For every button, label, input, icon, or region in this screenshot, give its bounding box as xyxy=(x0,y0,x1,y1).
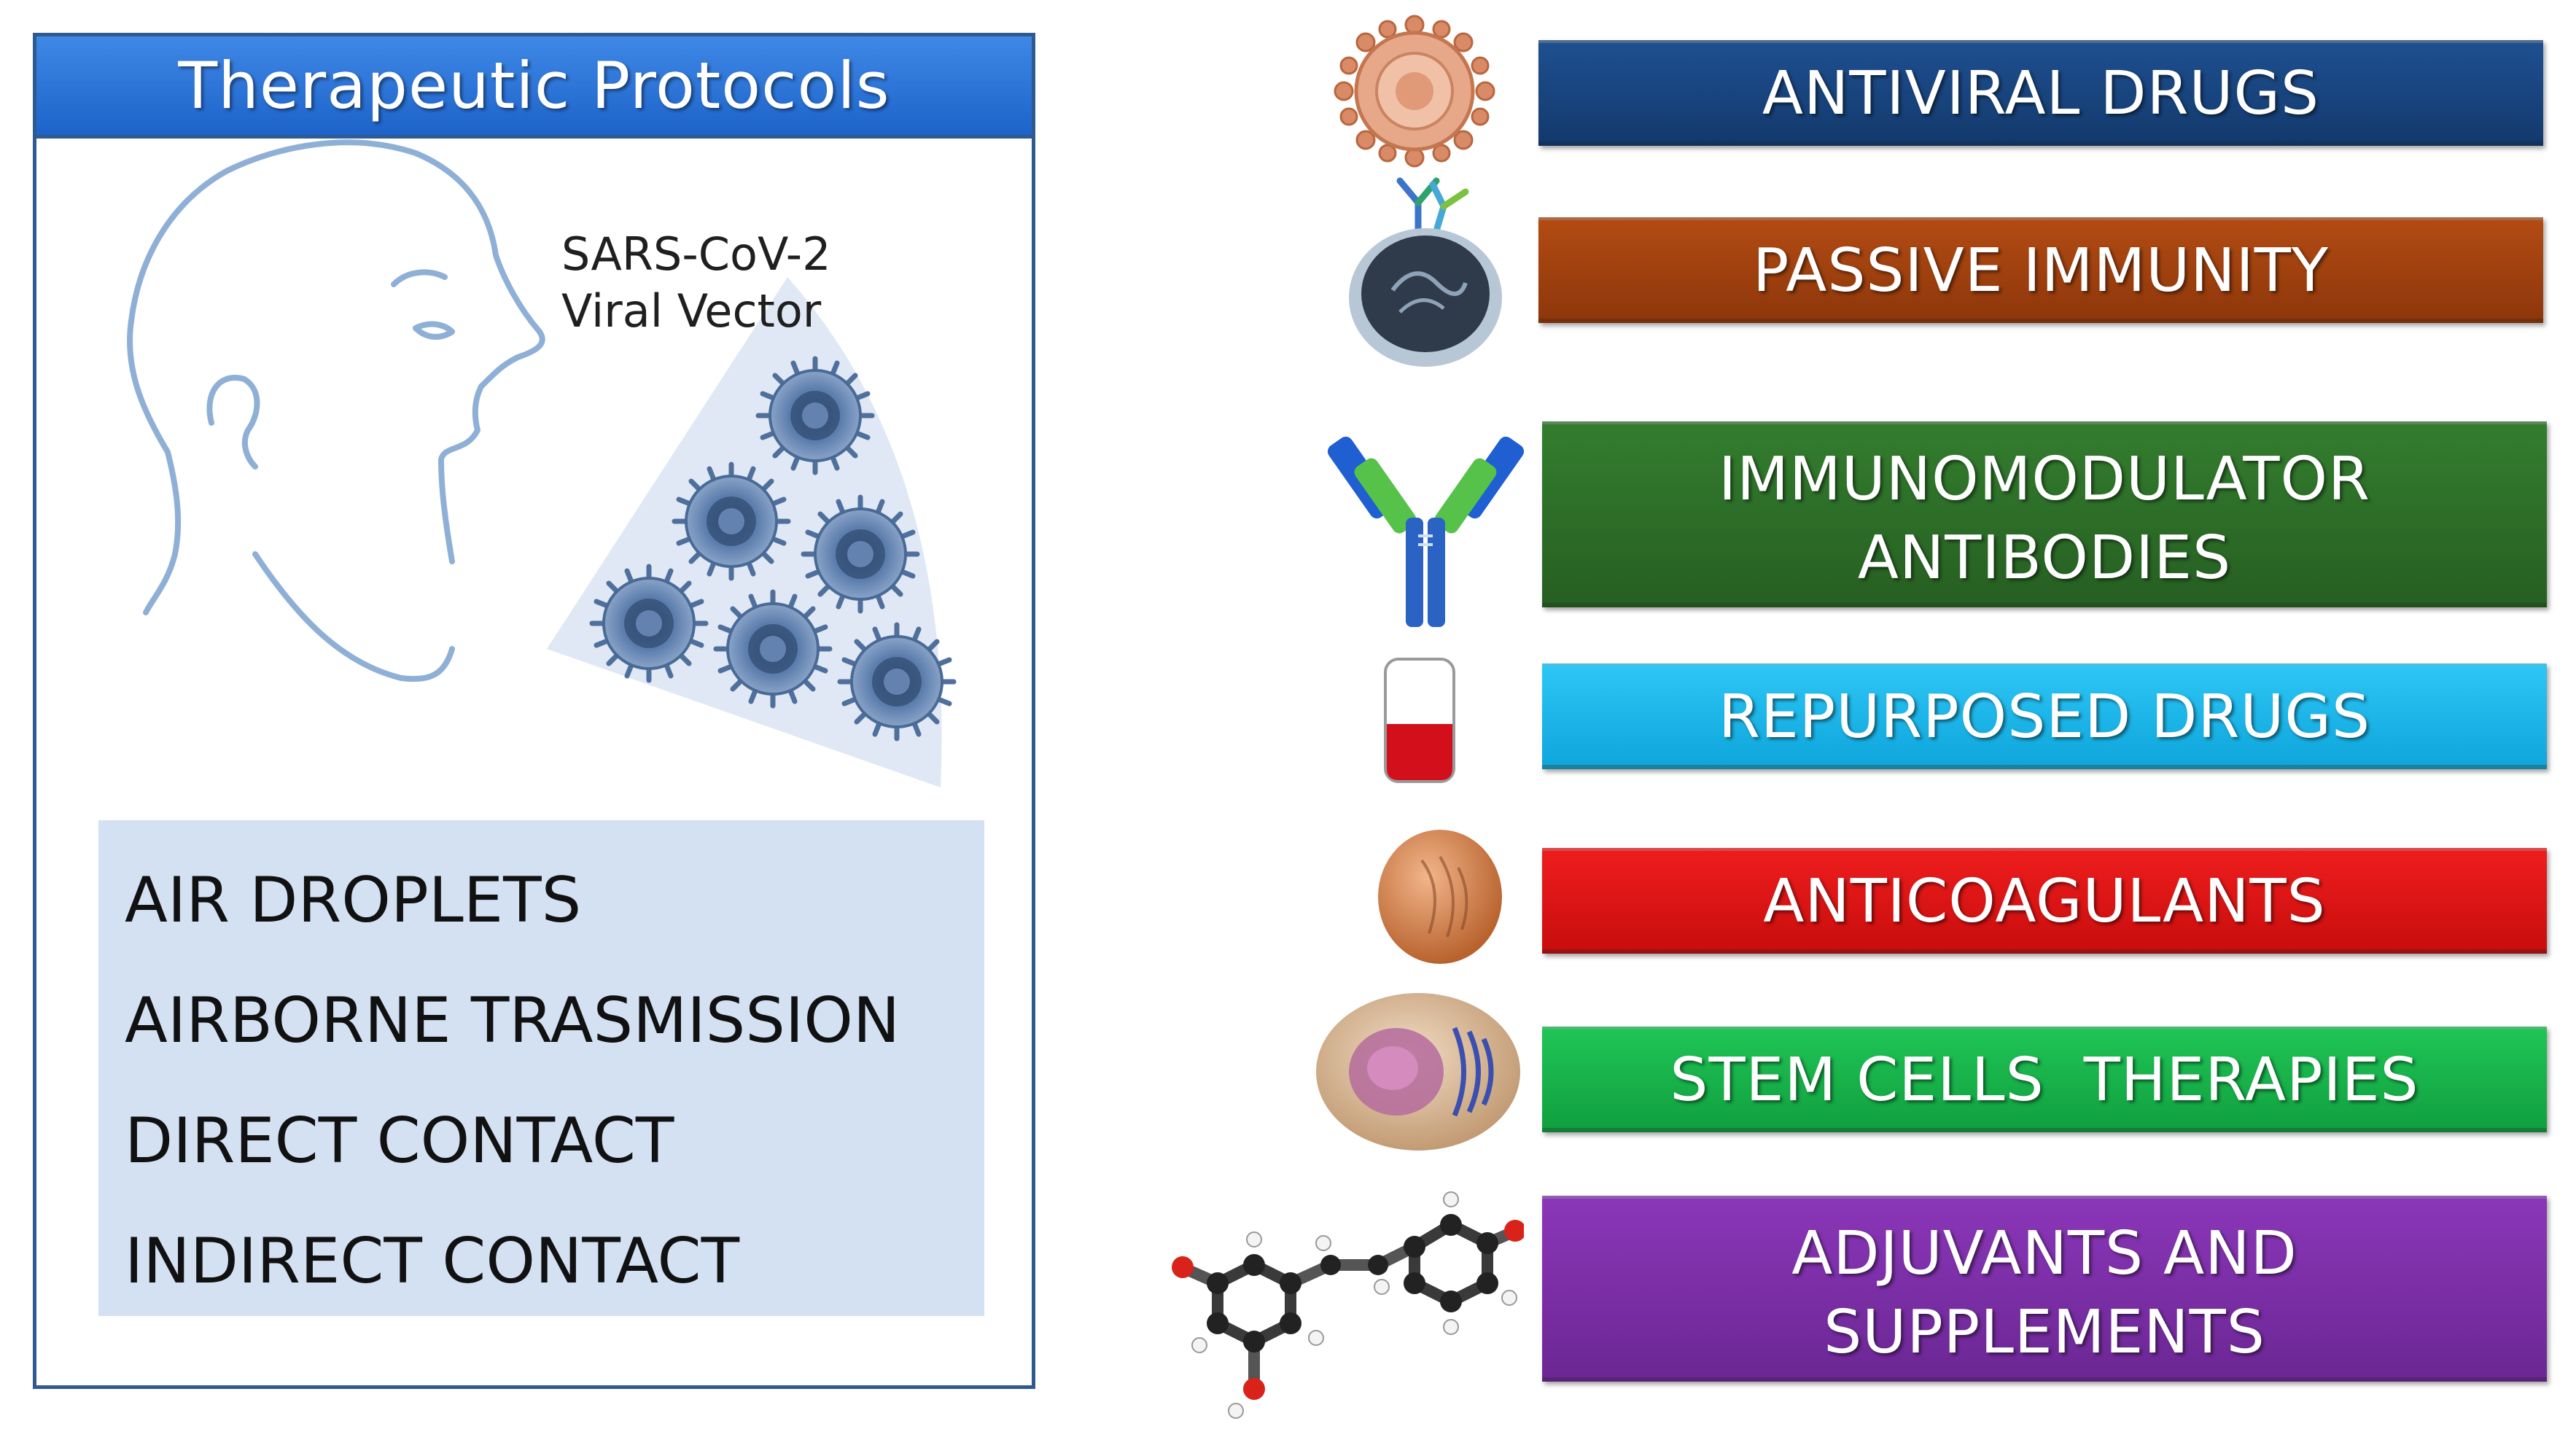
therapy-label: REPURPOSED DRUGS xyxy=(1718,682,2371,752)
therapy-label: PASSIVE IMMUNITY xyxy=(1753,236,2329,305)
therapy-label: ANTIVIRAL DRUGS xyxy=(1762,59,2320,128)
human-head-icon xyxy=(127,139,545,682)
route-airborne-transmission: AIRBORNE TRASMISSION xyxy=(125,984,900,1057)
vector-label-line1: SARS-CoV-2 xyxy=(561,227,831,281)
platelet-icon xyxy=(1378,830,1502,964)
virus-particle-icon xyxy=(674,464,788,578)
therapy-anticoagulants: ANTICOAGULANTS xyxy=(1542,848,2547,954)
pill-capsule-icon xyxy=(1384,658,1455,783)
transmission-illustration: SARS-CoV-2 Viral Vector xyxy=(36,139,1032,838)
stem-cell-icon xyxy=(1316,993,1520,1151)
route-indirect-contact: INDIRECT CONTACT xyxy=(125,1225,740,1298)
virus-particle-icon xyxy=(716,592,830,706)
panel-title: Therapeutic Protocols xyxy=(36,36,1032,139)
therapy-antiviral-drugs: ANTIVIRAL DRUGS xyxy=(1538,40,2543,146)
lymphocyte-icon xyxy=(1349,177,1502,367)
therapy-label-line1: ADJUVANTS AND xyxy=(1791,1219,2297,1288)
therapy-stem-cells-therapies: STEM CELLS THERAPIES xyxy=(1542,1027,2547,1132)
molecule-icon xyxy=(1172,1191,1524,1419)
therapeutic-protocols-panel: Therapeutic Protocols SARS-CoV-2 Viral V… xyxy=(33,33,1035,1389)
route-air-droplets: AIR DROPLETS xyxy=(125,864,582,937)
therapy-label-line2: SUPPLEMENTS xyxy=(1824,1298,2265,1367)
virus-particle-icon xyxy=(592,567,706,680)
virus-particle-icon xyxy=(803,497,917,611)
therapy-immunomodulator-antibodies: IMMUNOMODULATOR ANTIBODIES xyxy=(1542,421,2547,607)
therapy-label: ANTICOAGULANTS xyxy=(1763,867,2326,936)
therapy-label: STEM CELLS THERAPIES xyxy=(1670,1046,2419,1115)
therapy-repurposed-drugs: REPURPOSED DRUGS xyxy=(1542,663,2547,769)
therapy-label-line1: IMMUNOMODULATOR xyxy=(1719,445,2370,514)
virus-icon xyxy=(1334,15,1495,168)
therapy-passive-immunity: PASSIVE IMMUNITY xyxy=(1538,217,2543,323)
virus-particle-icon xyxy=(840,625,954,739)
route-direct-contact: DIRECT CONTACT xyxy=(125,1105,674,1178)
therapy-adjuvants-and-supplements: ADJUVANTS AND SUPPLEMENTS xyxy=(1542,1196,2547,1382)
virus-particle-icon xyxy=(758,359,872,472)
therapy-label-line2: ANTIBODIES xyxy=(1857,523,2232,593)
viral-vector-label: SARS-CoV-2 Viral Vector xyxy=(561,226,831,340)
transmission-routes-box: AIR DROPLETS AIRBORNE TRASMISSION DIRECT… xyxy=(98,820,984,1316)
antibody-icon xyxy=(1327,436,1524,627)
vector-label-line2: Viral Vector xyxy=(561,284,822,338)
